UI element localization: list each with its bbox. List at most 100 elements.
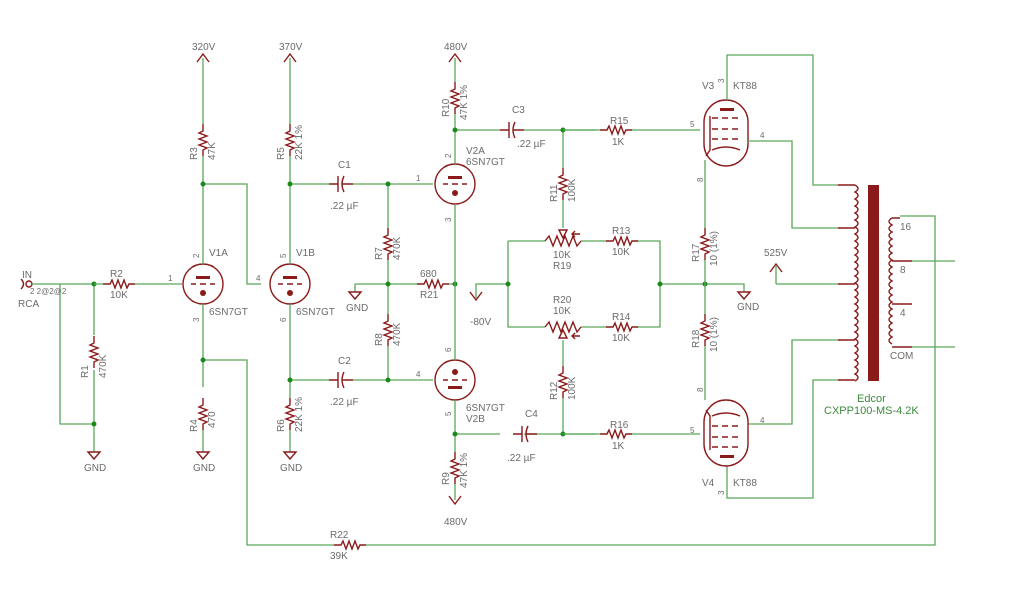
tap-16: 16: [900, 222, 912, 233]
svg-text:R2: R2: [110, 269, 123, 280]
svg-text:GND: GND: [346, 303, 368, 314]
tube-v1b: V1B 6SN7GT 5 6: [269, 248, 335, 322]
svg-text:1K: 1K: [612, 441, 625, 452]
resistor-r22: R22 39K: [330, 530, 367, 562]
resistor-r16: R16 1K: [599, 420, 633, 452]
svg-text:.22 µF: .22 µF: [330, 397, 359, 408]
wire-input: [32, 283, 95, 452]
svg-text:47K 1%: 47K 1%: [459, 453, 470, 488]
svg-text:2: 2: [192, 253, 201, 258]
svg-text:3: 3: [717, 78, 726, 83]
svg-text:R19: R19: [553, 261, 572, 272]
rail-480v-top: 480V: [444, 42, 468, 63]
svg-text:10 (1%): 10 (1%): [709, 231, 720, 266]
tube-v4: V4 KT88 8 4 5 3: [690, 387, 765, 495]
svg-text:525V: 525V: [764, 248, 788, 259]
transformer-model: CXPP100-MS-4.2K: [824, 405, 919, 417]
svg-text:6: 6: [444, 347, 453, 352]
svg-text:V2A: V2A: [466, 146, 485, 157]
rail-320v: 320V: [192, 42, 216, 63]
resistor-r7: R7 470K: [374, 227, 403, 261]
svg-text:R1: R1: [80, 365, 91, 378]
gnd-symbol-mid: GND: [346, 291, 368, 314]
svg-text:4: 4: [760, 416, 765, 425]
svg-text:6SN7GT: 6SN7GT: [466, 403, 505, 414]
gnd-symbol-r6: GND: [280, 451, 302, 474]
capacitor-c2: C2 .22 µF: [328, 356, 359, 408]
svg-text:R17: R17: [691, 243, 702, 262]
svg-text:22K 1%: 22K 1%: [294, 125, 305, 160]
svg-text:C4: C4: [525, 409, 538, 420]
svg-text:2: 2: [444, 153, 453, 158]
tube-v1a: V1A 6SN7GT 2 3: [182, 248, 248, 322]
resistor-r11: R11 100K: [549, 167, 578, 202]
svg-text:R13: R13: [612, 226, 631, 237]
svg-text:C2: C2: [338, 356, 351, 367]
svg-text:R11: R11: [549, 184, 560, 202]
output-transformer: 16 8 4 COM Edcor CXPP100-MS-4.2K: [824, 184, 919, 417]
resistor-r17: R17 10 (1%): [691, 227, 720, 266]
tap-com: COM: [890, 351, 913, 362]
svg-text:R6: R6: [276, 419, 287, 432]
resistor-r4: R4 470: [189, 397, 218, 432]
svg-text:.22 µF: .22 µF: [507, 453, 536, 464]
svg-text:10K: 10K: [553, 250, 571, 261]
svg-text:R3: R3: [189, 147, 200, 160]
svg-text:3: 3: [717, 490, 726, 495]
svg-text:R20: R20: [553, 295, 572, 306]
potentiometer-r20: R20 10K: [544, 295, 582, 340]
svg-text:10 (1%): 10 (1%): [709, 317, 720, 352]
svg-text:1K: 1K: [612, 137, 625, 148]
svg-text:R8: R8: [374, 333, 385, 346]
gnd-symbol-bias: GND: [737, 291, 759, 313]
svg-text:6SN7GT: 6SN7GT: [209, 307, 248, 318]
svg-text:10K: 10K: [612, 247, 630, 258]
svg-text:8: 8: [696, 387, 705, 392]
svg-text:470: 470: [207, 411, 218, 428]
resistor-r8: R8 470K: [374, 313, 403, 347]
svg-text:100K: 100K: [567, 178, 578, 202]
svg-text:470K: 470K: [98, 354, 109, 378]
rca-input-jack: IN 2 2@2@2 RCA: [18, 270, 67, 310]
svg-text:R21: R21: [420, 290, 439, 301]
svg-text:-80V: -80V: [470, 317, 491, 328]
resistor-r12: R12 100K: [549, 365, 578, 400]
svg-text:3: 3: [192, 317, 201, 322]
svg-text:6SN7GT: 6SN7GT: [296, 307, 335, 318]
svg-text:6SN7GT: 6SN7GT: [466, 157, 505, 168]
svg-text:47K: 47K: [207, 142, 218, 160]
gnd-symbol-r4: GND: [193, 451, 215, 474]
svg-text:R15: R15: [610, 116, 629, 127]
svg-text:R12: R12: [549, 381, 560, 400]
svg-text:GND: GND: [737, 302, 759, 313]
resistor-r1: R1 470K: [80, 335, 109, 378]
svg-text:R14: R14: [612, 312, 631, 323]
svg-text:V4: V4: [702, 478, 715, 489]
rail-525v: 525V: [764, 248, 788, 284]
svg-text:470K: 470K: [392, 322, 403, 346]
svg-text:5: 5: [279, 253, 288, 258]
svg-text:GND: GND: [84, 463, 106, 474]
gnd-symbol-r1: GND: [84, 451, 106, 474]
svg-text:680: 680: [420, 269, 437, 280]
tap-8: 8: [900, 265, 906, 276]
capacitor-c4: C4 .22 µF: [507, 409, 538, 464]
resistor-r9: R9 47K 1%: [441, 451, 470, 488]
svg-text:R10: R10: [441, 98, 452, 117]
resistor-r13: R13 10K: [605, 226, 639, 258]
svg-text:V1A: V1A: [209, 248, 228, 259]
svg-text:5: 5: [690, 120, 695, 129]
svg-text:R16: R16: [610, 420, 629, 431]
svg-text:10K: 10K: [612, 333, 630, 344]
svg-text:100K: 100K: [567, 376, 578, 400]
resistor-r14: R14 10K: [605, 312, 639, 344]
resistor-r6: R6 22K 1%: [276, 397, 305, 432]
rail-370v: 370V: [279, 42, 303, 63]
input-ref-label: IN: [22, 270, 32, 281]
rail-neg80v: -80V: [469, 291, 491, 328]
svg-text:.22 µF: .22 µF: [517, 139, 546, 150]
svg-text:6: 6: [279, 317, 288, 322]
tube-v3: V3 KT88 3 5 4 8: [690, 78, 765, 182]
transformer-maker: Edcor: [857, 393, 886, 405]
